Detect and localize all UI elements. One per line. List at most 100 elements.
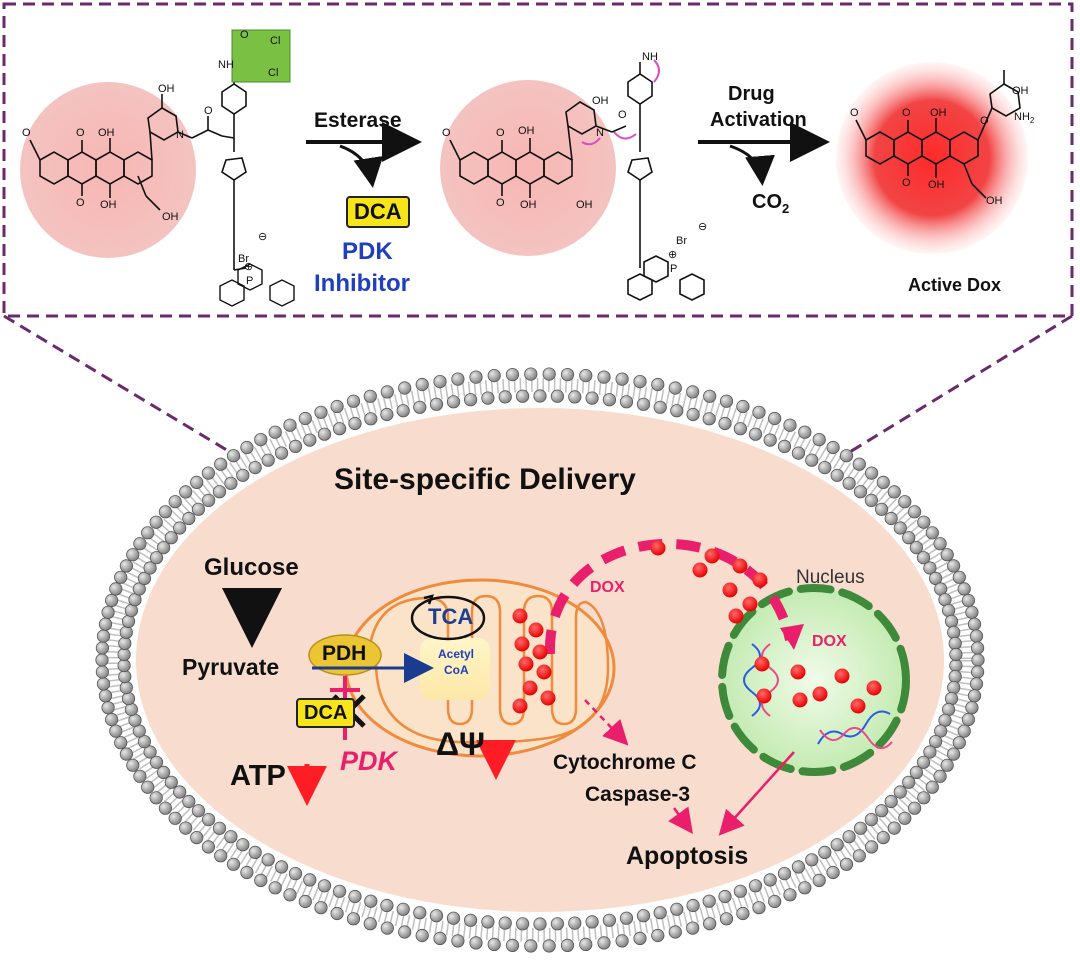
lipid-head bbox=[967, 689, 982, 703]
lipid-head bbox=[96, 677, 111, 691]
lipid-head bbox=[946, 559, 961, 573]
lipid-head bbox=[212, 821, 227, 835]
lipid-head bbox=[923, 745, 937, 759]
lipid-head bbox=[141, 526, 155, 540]
atom-cl-1: Cl bbox=[270, 35, 281, 47]
lipid-head bbox=[348, 889, 362, 904]
lipid-head bbox=[303, 433, 317, 447]
dox-dot bbox=[812, 686, 828, 702]
lipid-head bbox=[830, 838, 844, 852]
lipid-head bbox=[702, 412, 716, 426]
lipid-head bbox=[117, 658, 131, 673]
lipid-head bbox=[852, 849, 866, 863]
lipid-head bbox=[157, 540, 171, 555]
lipid-head bbox=[670, 404, 684, 418]
lipid-head bbox=[925, 526, 939, 540]
dichloroacetyl-highlight bbox=[231, 29, 291, 83]
active-dox-halo bbox=[836, 62, 1028, 254]
atom-oh-7: OH bbox=[520, 199, 537, 211]
lipid-head bbox=[969, 629, 984, 643]
lipid-head bbox=[940, 548, 954, 562]
acetyl-label: Acetyl bbox=[438, 647, 475, 661]
lipid-head bbox=[884, 511, 898, 526]
tca-cycle bbox=[410, 595, 486, 641]
lipid-head bbox=[413, 400, 427, 414]
lipid-head bbox=[126, 548, 140, 562]
lipid-head bbox=[446, 395, 461, 409]
lipid-head bbox=[961, 712, 976, 727]
lipid-head bbox=[805, 853, 819, 867]
lipid-head bbox=[636, 397, 651, 411]
dox-dot bbox=[650, 540, 666, 556]
lipid-head bbox=[330, 399, 344, 414]
dox-dot bbox=[850, 698, 866, 714]
lipid-head bbox=[925, 780, 939, 794]
lipid-head bbox=[560, 367, 575, 382]
lipid-head bbox=[619, 395, 634, 409]
lipid-head bbox=[348, 416, 362, 431]
acetyl-coa-region bbox=[420, 638, 490, 700]
lipid-head bbox=[719, 912, 734, 926]
lipid-head bbox=[928, 571, 943, 586]
lipid-head bbox=[597, 370, 611, 384]
lipid-head bbox=[928, 734, 943, 749]
lipid-head bbox=[505, 938, 520, 953]
lipid-head bbox=[463, 913, 478, 927]
lipid-head bbox=[224, 476, 238, 490]
atom-oh-12: OH bbox=[986, 195, 1003, 207]
lipid-head bbox=[236, 838, 250, 852]
lipid-head bbox=[653, 906, 667, 920]
lipid-head bbox=[117, 647, 131, 662]
atom-nh-2: NH bbox=[642, 51, 658, 63]
lipid-head bbox=[651, 377, 665, 392]
lipid-head bbox=[907, 505, 922, 519]
lipid-head bbox=[433, 931, 447, 946]
lipid-head bbox=[686, 898, 700, 913]
lipid-head bbox=[141, 780, 155, 794]
lipid-head bbox=[283, 418, 297, 432]
caspase-arrow bbox=[668, 806, 693, 835]
lipid-head bbox=[686, 407, 700, 422]
electron-flow-arrows bbox=[581, 59, 660, 146]
atom-o-9: O bbox=[980, 115, 989, 127]
lipid-head bbox=[214, 457, 228, 471]
atom-oh-5: OH bbox=[592, 95, 609, 107]
atom-o-4: O bbox=[22, 127, 31, 139]
lipid-head bbox=[164, 775, 178, 789]
dox-dot bbox=[522, 680, 538, 696]
lipid-head bbox=[268, 425, 282, 439]
lipid-head bbox=[451, 372, 465, 386]
pyruvate-label: Pyruvate bbox=[182, 654, 280, 680]
lipid-head bbox=[718, 416, 732, 431]
lipid-head bbox=[923, 561, 937, 575]
lipid-head bbox=[149, 791, 163, 805]
lipid-head bbox=[568, 916, 582, 930]
dca-release-arrow bbox=[339, 144, 384, 188]
lipid-head bbox=[940, 758, 954, 772]
lipid-head bbox=[380, 921, 394, 935]
lipid-head bbox=[346, 394, 361, 408]
pdh-enzyme bbox=[308, 634, 382, 676]
intermediate-halo bbox=[440, 80, 616, 256]
lipid-head bbox=[201, 840, 215, 854]
lipid-head bbox=[261, 853, 275, 867]
lipid-head bbox=[274, 860, 289, 874]
lipid-head bbox=[429, 909, 444, 923]
dca-badge: DCA bbox=[296, 698, 356, 728]
dox-dot bbox=[532, 644, 548, 660]
atom-oh-9: OH bbox=[1012, 85, 1029, 97]
lipid-head bbox=[812, 873, 826, 888]
lipid-head bbox=[114, 570, 128, 584]
atom-oh-10: OH bbox=[930, 107, 947, 119]
atom-n-2: N bbox=[596, 127, 604, 139]
lipid-head bbox=[533, 917, 547, 931]
dox-molecules bbox=[512, 540, 882, 714]
lipid-head bbox=[961, 593, 976, 608]
dox-dot bbox=[528, 622, 544, 638]
lipid-head bbox=[380, 385, 394, 399]
lipid-head bbox=[864, 812, 879, 827]
lipid-head bbox=[298, 411, 312, 426]
lipid-head bbox=[898, 811, 912, 825]
nucleus bbox=[722, 588, 906, 772]
lipid-head bbox=[653, 400, 667, 414]
